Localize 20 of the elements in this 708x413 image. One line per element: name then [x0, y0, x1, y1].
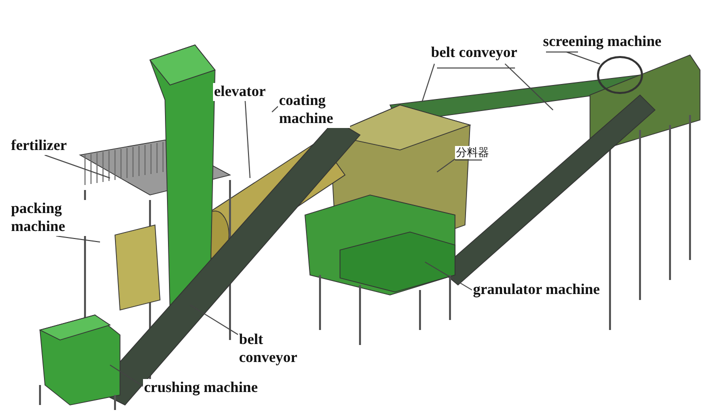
callout-label: crushing machine: [143, 379, 259, 397]
leader-line: [110, 364, 144, 387]
leader-line: [190, 304, 238, 336]
leader-line: [424, 262, 472, 290]
callout-label: fertilizer: [10, 137, 68, 155]
leader-line: [56, 236, 100, 242]
leader-line: [422, 63, 435, 102]
callout-label: granulator machine: [472, 281, 601, 299]
leader-line: [44, 154, 110, 178]
leader-line: [436, 158, 456, 172]
leader-line: [244, 100, 250, 178]
callout-label: belt conveyor: [430, 44, 518, 62]
callout-label: elevator: [213, 83, 267, 101]
leader-line: [272, 106, 278, 112]
callout-label: coating machine: [278, 92, 350, 128]
leader-line: [504, 63, 554, 110]
callout-label: screening machine: [542, 33, 662, 51]
callout-label: packing machine: [10, 200, 87, 236]
callout-label: 分料器: [455, 146, 490, 159]
leader-line: [566, 51, 600, 64]
